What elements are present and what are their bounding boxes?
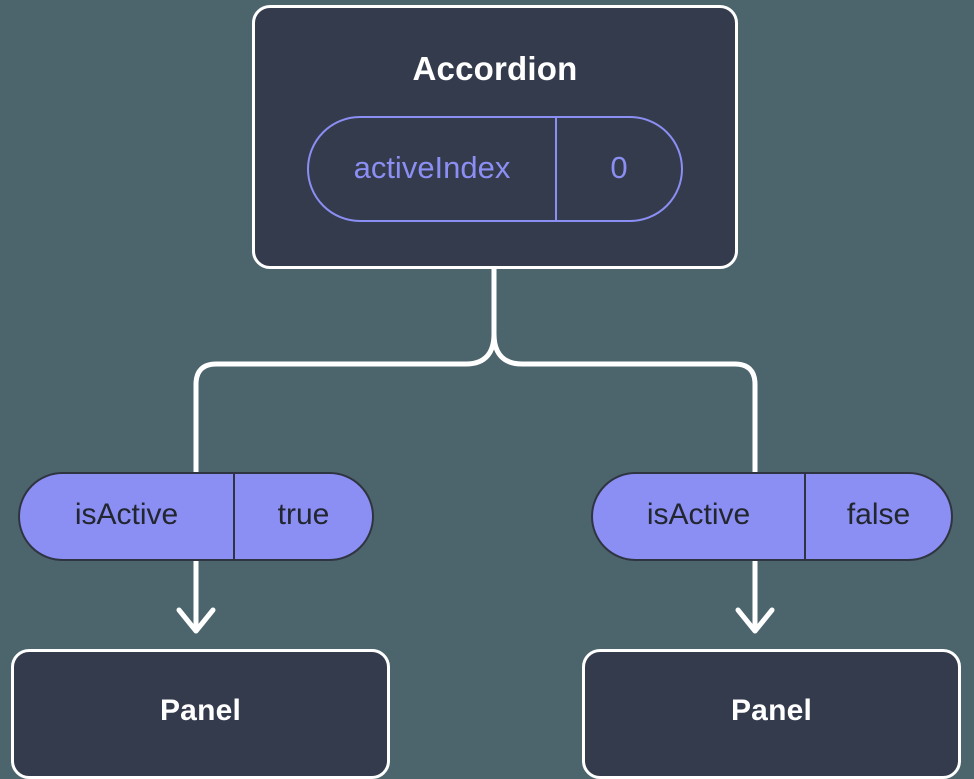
prop-badge-is-active-true[interactable]: isActive true <box>18 472 374 561</box>
panel-node-right[interactable]: Panel <box>582 649 961 779</box>
arrow-head-left <box>176 607 216 634</box>
state-badge-value: 0 <box>610 150 628 185</box>
accordion-node-title: Accordion <box>412 50 578 87</box>
state-badge-key: activeIndex <box>309 118 557 220</box>
panel-node-left-title: Panel <box>159 694 242 727</box>
prop-badge-value: false <box>846 498 911 531</box>
panel-node-left[interactable]: Panel <box>11 649 390 779</box>
prop-badge-value: true <box>277 498 330 531</box>
state-badge-active-index[interactable]: activeIndex 0 <box>307 116 683 222</box>
panel-node-right-title: Panel <box>730 694 813 727</box>
prop-badge-key: isActive <box>593 474 806 559</box>
prop-badge-key: isActive <box>20 474 235 559</box>
connector-fork-left <box>193 331 497 475</box>
arrow-head-right <box>735 607 775 634</box>
prop-badge-is-active-false[interactable]: isActive false <box>591 472 953 561</box>
connector-fork-right <box>491 331 758 475</box>
